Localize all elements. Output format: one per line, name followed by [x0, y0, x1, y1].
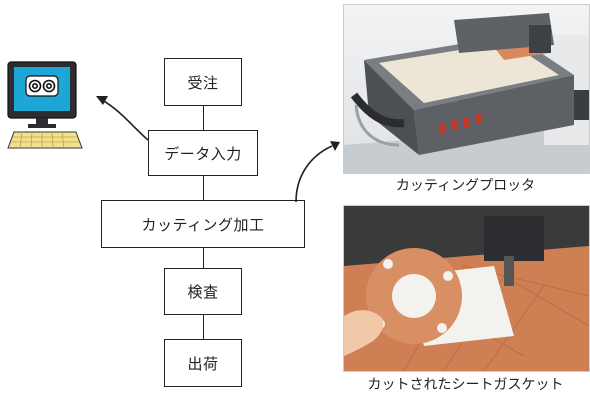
cut-gasket-photo	[343, 205, 590, 372]
step-cutting: カッティング加工	[101, 200, 305, 248]
step-order-received: 受注	[164, 58, 242, 106]
connector-line	[203, 106, 204, 130]
step-label: データ入力	[164, 144, 242, 163]
connector-line	[203, 315, 204, 339]
step-label: 受注	[187, 73, 219, 92]
computer-icon	[7, 61, 83, 149]
connector-line	[203, 176, 204, 200]
plotter-caption: カッティングプロッタ	[395, 178, 536, 194]
curved-arrow-icon	[295, 141, 340, 203]
step-label: カッティング加工	[141, 215, 265, 234]
step-label: 検査	[187, 283, 219, 301]
connector-line	[203, 248, 204, 268]
step-data-input: データ入力	[148, 130, 258, 176]
step-label: 出荷	[187, 354, 219, 373]
cutting-plotter-photo	[343, 4, 590, 174]
step-shipping: 出荷	[164, 339, 242, 387]
gasket-caption: カットされたシートガスケット	[367, 377, 564, 393]
curved-arrow-icon	[96, 96, 149, 141]
step-inspection: 検査	[164, 268, 242, 315]
